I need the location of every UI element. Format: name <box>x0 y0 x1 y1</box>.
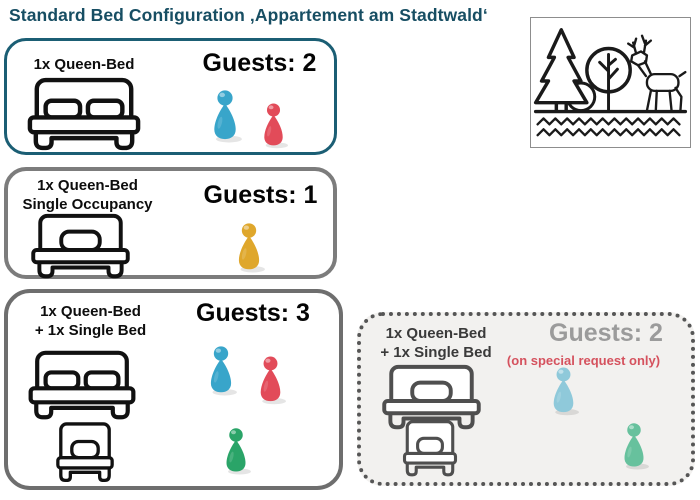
forest-deer-drawing <box>533 28 688 137</box>
pawn-blue-icon <box>207 89 243 143</box>
bed-label-line-2: + 1x Single Bed <box>380 344 492 361</box>
bed-label-line-1: 1x Queen-Bed <box>40 303 141 320</box>
forest-deer-illustration <box>530 17 691 148</box>
single-bed-icon <box>54 421 116 487</box>
pawn-blue-icon <box>204 345 238 396</box>
card-queen-bed-single-occupancy: 1x Queen-Bed Single Occupancy Guests: 1 <box>4 167 337 279</box>
bed-label-line-2: + 1x Single Bed <box>34 322 147 339</box>
bed-label-line-1: 1x Queen-Bed <box>385 325 487 342</box>
card-queen-bed: 1x Queen-Bed Guests: 2 <box>4 38 337 155</box>
bed-label: 1x Queen-Bed + 1x Single Bed <box>361 324 511 362</box>
queen-bed-icon <box>25 77 143 152</box>
pawn-light-blue-icon <box>547 366 580 416</box>
queen-bed-icon <box>26 350 138 421</box>
guests-count: Guests: 2 <box>549 319 663 347</box>
guests-count: Guests: 3 <box>196 299 310 327</box>
pawn-yellow-icon <box>232 222 266 273</box>
guests-count: Guests: 1 <box>203 181 318 209</box>
single-bed-icon <box>401 419 459 481</box>
pawn-red-icon <box>258 102 289 149</box>
bed-label: 1x Queen-Bed <box>33 56 135 73</box>
queen-bed-single-pillow-icon <box>28 213 133 280</box>
guests-count: Guests: 2 <box>202 49 317 77</box>
page-title: Standard Bed Configuration ‚Appartement … <box>9 5 488 25</box>
card-queen-plus-single-bed: 1x Queen-Bed + 1x Single Bed Guests: 3 <box>4 289 343 490</box>
pawn-light-green-icon <box>618 422 650 470</box>
bed-label-line-2: Single Occupancy <box>22 196 153 213</box>
pawn-green-icon <box>220 427 252 475</box>
bed-label-line-1: 1x Queen-Bed <box>37 177 138 194</box>
special-request-note: (on special request only) <box>506 353 661 368</box>
card-special-request: 1x Queen-Bed + 1x Single Bed Guests: 2 (… <box>357 312 695 486</box>
bed-label: 1x Queen-Bed Single Occupancy <box>10 176 165 214</box>
pawn-red-icon <box>254 355 287 405</box>
bed-label: 1x Queen-Bed + 1x Single Bed <box>13 302 168 340</box>
